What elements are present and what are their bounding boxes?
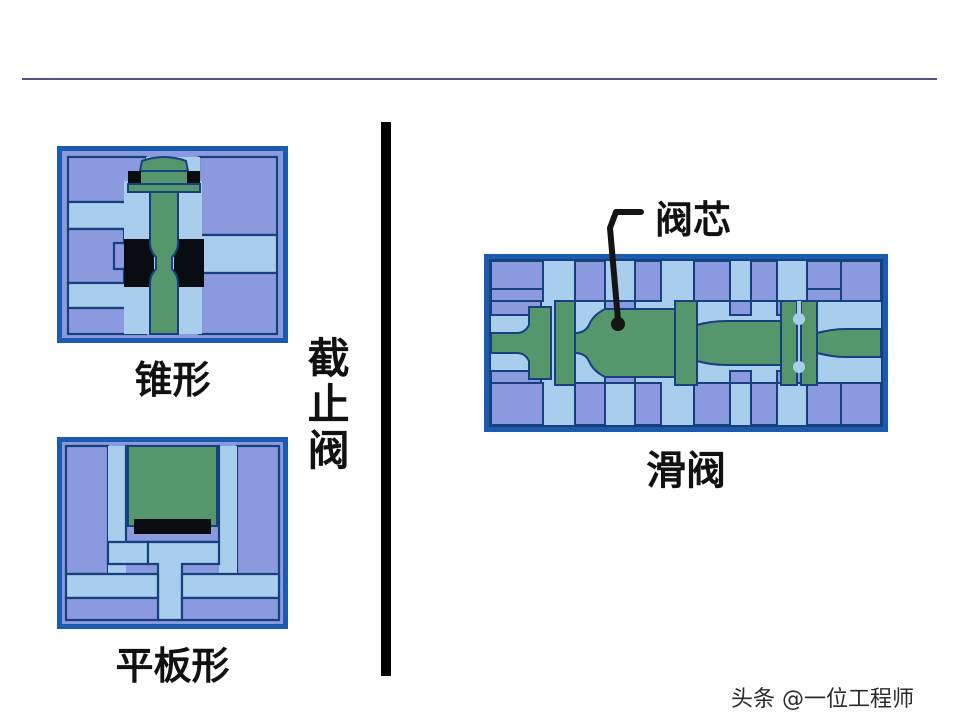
watermark-text: 头条 @一位工程师: [731, 687, 914, 712]
globe-valve-group-label: 截止阀: [301, 336, 351, 474]
spool-valve-drawing: [484, 254, 888, 432]
flat-plate-valve-drawing: [57, 437, 288, 629]
cone-valve-caption: 锥形: [134, 358, 211, 402]
cone-valve-svg: [62, 151, 283, 338]
figure-cone-valve[interactable]: 锥形: [57, 146, 288, 402]
cone-valve-drawing: [57, 146, 288, 343]
spool-valve-svg: [489, 259, 883, 427]
flat-plate-valve-caption: 平板形: [115, 644, 230, 688]
valve-spool-callout-label: 阀芯: [655, 198, 732, 242]
vertical-divider-bar: [381, 122, 391, 676]
spool-valve-caption: 滑阀: [646, 448, 726, 494]
header-divider-rule: [22, 78, 937, 80]
figure-spool-valve[interactable]: 滑阀: [484, 254, 888, 494]
flat-plate-valve-svg: [62, 442, 283, 624]
valve-spool-callout-leader: [607, 209, 644, 331]
figure-flat-plate-valve[interactable]: 平板形: [57, 437, 288, 688]
